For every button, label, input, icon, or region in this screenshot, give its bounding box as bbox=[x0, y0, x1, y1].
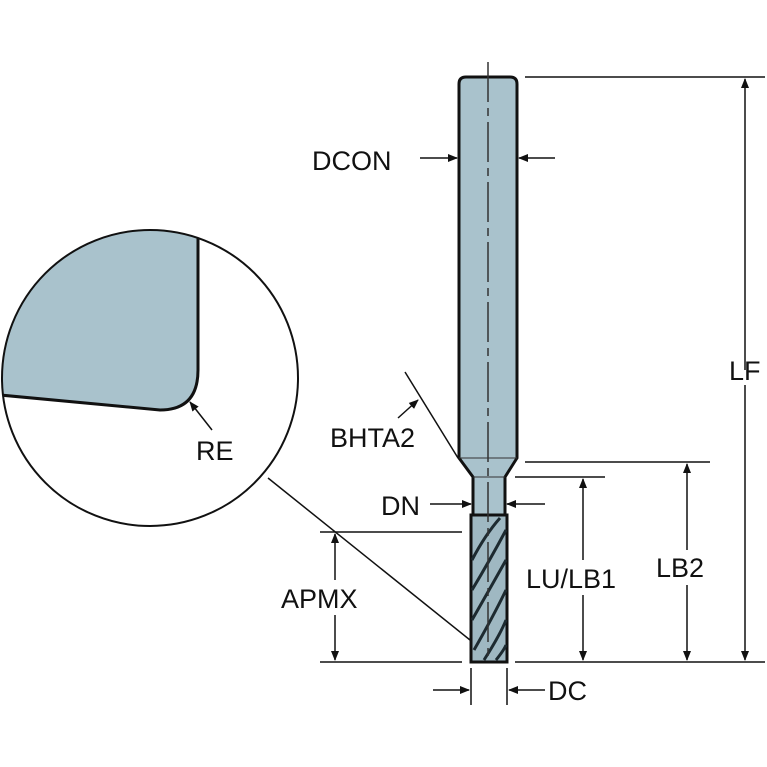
label-lb2: LB2 bbox=[656, 553, 704, 583]
label-lf: LF bbox=[729, 356, 761, 386]
corner-radius-detail bbox=[1, 229, 299, 527]
label-bhta2: BHTA2 bbox=[330, 423, 415, 453]
label-dn: DN bbox=[381, 491, 420, 521]
end-mill-tool bbox=[457, 62, 519, 664]
label-apmx: APMX bbox=[281, 584, 358, 614]
extension-lines bbox=[320, 76, 765, 705]
label-re: RE bbox=[196, 436, 234, 466]
label-lu-lb1: LU/LB1 bbox=[526, 564, 616, 594]
dimension-arrows bbox=[331, 78, 749, 694]
label-dcon: DCON bbox=[312, 146, 392, 176]
label-dc: DC bbox=[548, 676, 587, 706]
detail-leader-line bbox=[267, 477, 471, 641]
